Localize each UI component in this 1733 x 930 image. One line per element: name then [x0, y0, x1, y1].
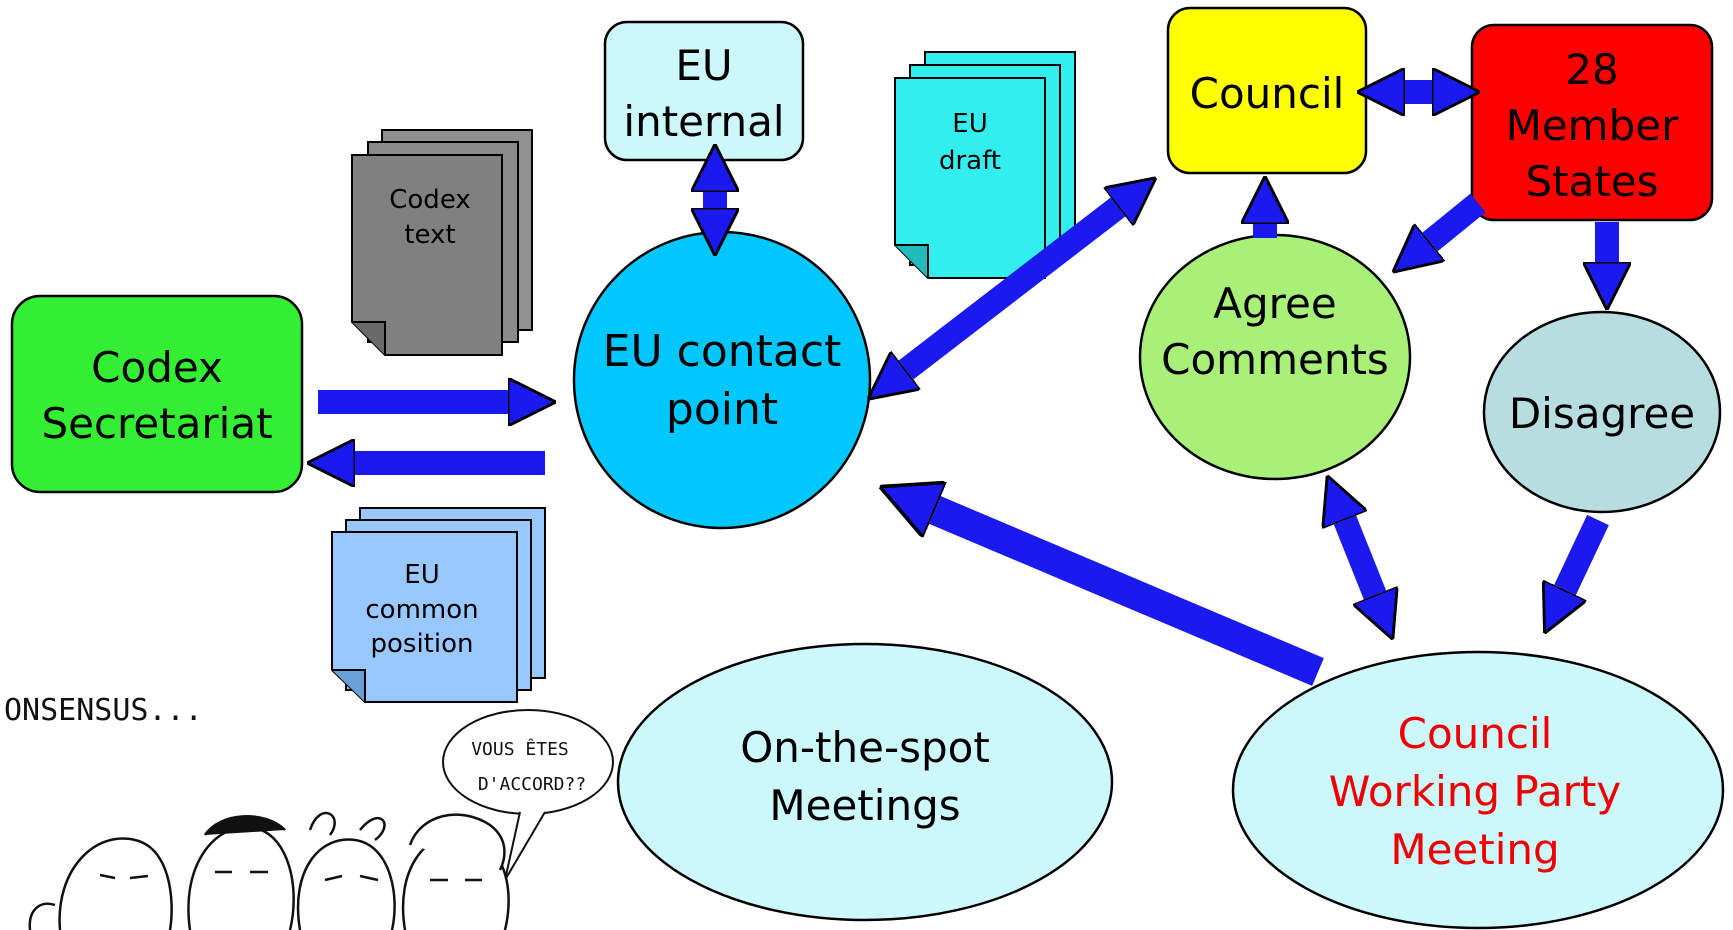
disagree-label: Disagree — [1509, 389, 1695, 438]
on-the-spot-meetings-node: On-the-spot Meetings — [616, 642, 1114, 922]
eu-draft-document-stack: EU draft — [894, 51, 1076, 279]
codex-secretariat-label-1: Codex — [91, 343, 223, 392]
arrow-disagree-to-workingparty — [1565, 514, 1609, 590]
codex-text-document-stack: Codex text — [351, 129, 533, 356]
cartoon-caption: ONSENSUS... — [4, 693, 203, 728]
codex-secretariat-node: Codex Secretariat — [10, 294, 304, 494]
council-working-party-label-2: Working Party — [1329, 767, 1621, 816]
member-states-node: 28 Member States — [1470, 23, 1714, 222]
arrow-memberstates-to-agree — [1430, 193, 1486, 242]
eu-internal-label-1: EU — [675, 41, 732, 90]
agree-comments-label-1: Agree — [1213, 279, 1336, 328]
speech-bubble-line-1: VOUS ÊTES — [471, 738, 569, 760]
eu-contact-point-node: EU contact point — [572, 230, 872, 530]
council-node: Council — [1166, 6, 1368, 175]
agree-comments-label-2: Comments — [1161, 335, 1389, 384]
eu-common-position-document-stack: EU common position — [331, 507, 546, 703]
arrow-contact-council — [906, 207, 1118, 370]
council-working-party-label-1: Council — [1398, 709, 1553, 758]
eu-common-position-label-1: EU — [404, 560, 439, 590]
eu-common-position-label-3: position — [371, 629, 474, 659]
eu-internal-node: EU internal — [603, 20, 805, 162]
codex-text-label-2: text — [404, 220, 455, 250]
council-working-party-label-3: Meeting — [1390, 825, 1559, 874]
eu-contact-point-label-2: point — [666, 384, 778, 435]
cartoon-people-sketch — [28, 811, 510, 930]
on-the-spot-label-1: On-the-spot — [740, 723, 990, 772]
codex-secretariat-label-2: Secretariat — [41, 399, 272, 448]
member-states-label-1: 28 — [1565, 45, 1618, 94]
speech-bubble — [442, 709, 614, 815]
member-states-label-3: States — [1525, 157, 1658, 206]
council-label: Council — [1190, 69, 1345, 118]
eu-internal-label-2: internal — [623, 97, 784, 146]
council-working-party-meeting-node: Council Working Party Meeting — [1231, 650, 1725, 930]
eu-draft-label-2: draft — [939, 146, 1001, 176]
codex-text-label-1: Codex — [389, 185, 471, 215]
on-the-spot-label-2: Meetings — [769, 781, 960, 830]
eu-common-position-label-2: common — [365, 595, 478, 625]
eu-contact-point-label-1: EU contact — [603, 326, 842, 377]
eu-draft-label-1: EU — [952, 109, 987, 139]
member-states-label-2: Member — [1506, 101, 1679, 150]
consensus-cartoon: ONSENSUS... VOUS ÊTES D'ACCORD?? — [4, 693, 614, 930]
arrow-workingparty-to-contact — [935, 510, 1324, 686]
arrow-agree-workingparty — [1345, 520, 1375, 595]
agree-comments-node: Agree Comments — [1138, 233, 1412, 481]
speech-bubble-line-2: D'ACCORD?? — [478, 774, 586, 795]
disagree-node: Disagree — [1482, 310, 1722, 514]
